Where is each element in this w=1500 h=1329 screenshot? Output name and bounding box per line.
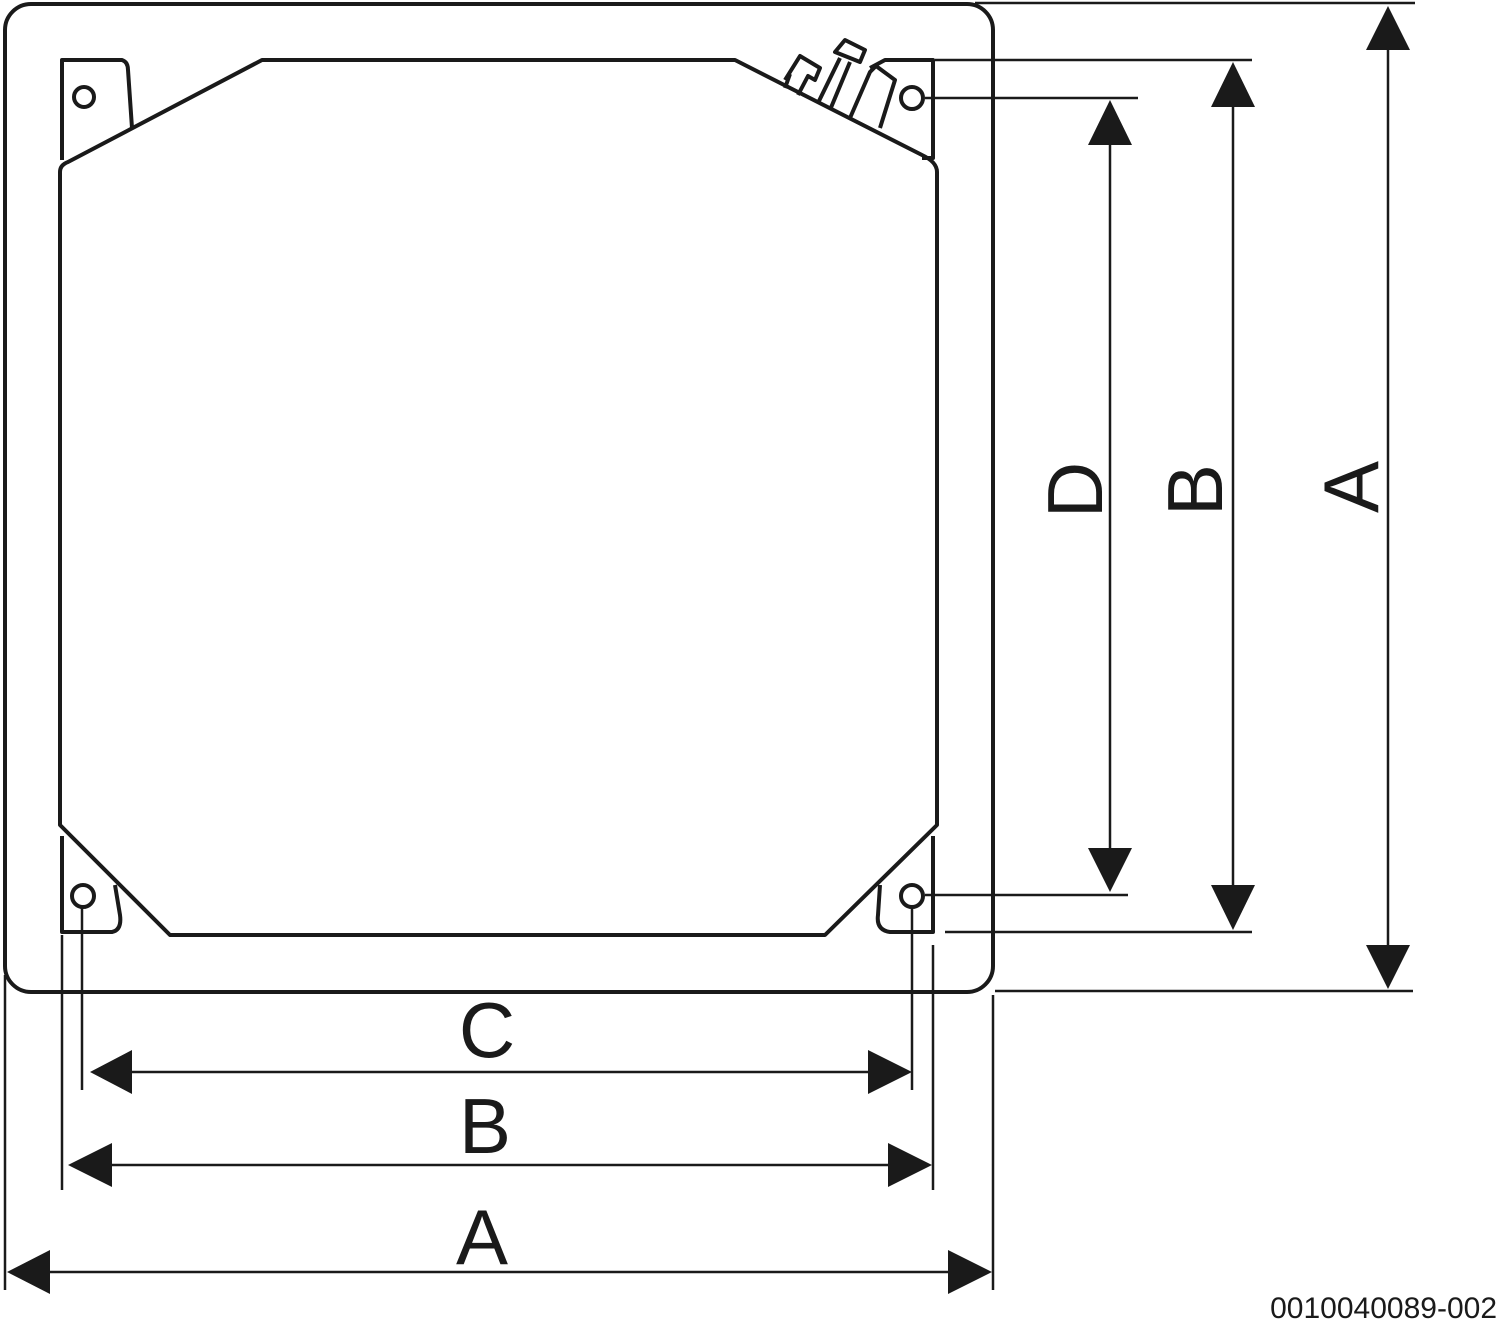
bracket-top-left — [60, 58, 134, 160]
hole-bottom-left — [70, 883, 96, 909]
hole-bottom-right — [899, 883, 925, 909]
dimension-b-vertical: B — [1151, 62, 1255, 930]
hole-top-right — [899, 85, 925, 111]
svg-text:B: B — [459, 1082, 511, 1170]
extension-lines — [3, 1, 1415, 1290]
svg-text:A: A — [1307, 461, 1395, 513]
svg-text:B: B — [1151, 464, 1239, 516]
dimension-b-horizontal: B — [68, 1082, 932, 1187]
hole-top-left — [72, 85, 96, 109]
drawing-code: 0010040089-002 — [1270, 1292, 1497, 1325]
dimension-c-horizontal: C — [90, 986, 912, 1094]
bracket-top-right — [869, 58, 935, 160]
bracket-bottom-right — [875, 836, 935, 934]
bolts-icon — [783, 38, 897, 129]
dimension-a-horizontal: A — [7, 1193, 992, 1294]
bracket-bottom-left — [60, 836, 123, 934]
outer-frame — [3, 2, 995, 994]
inner-plate — [58, 58, 939, 937]
svg-text:A: A — [456, 1193, 508, 1281]
svg-text:D: D — [1031, 462, 1119, 518]
dimension-a-vertical: A — [1307, 6, 1410, 989]
svg-text:C: C — [459, 986, 515, 1074]
dimension-d-vertical: D — [1031, 100, 1132, 892]
